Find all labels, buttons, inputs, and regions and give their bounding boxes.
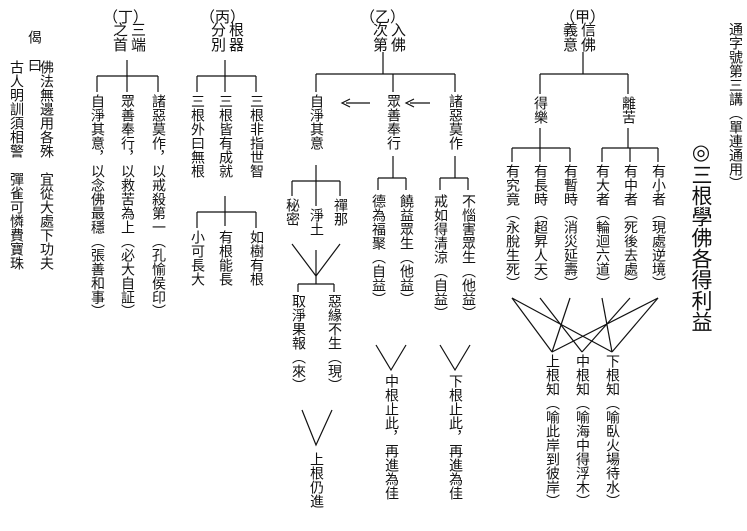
section-jia-title-2: 義意 — [561, 22, 579, 52]
jia-item-6: 有究竟（永脫生死） — [504, 164, 520, 290]
series-note: 通字號第三講（單連通用） — [727, 22, 743, 190]
yi-stage-2: 眾善奉行 — [385, 94, 401, 150]
section-yi-title-2: 次第 — [371, 22, 389, 52]
yi-s2-item-2: 德為福聚（自益） — [370, 194, 386, 306]
section-ding-mark: （丁） — [103, 8, 149, 26]
main-title: ◎三根學佛各得利益 — [689, 140, 713, 332]
yi-s2-item-1: 饒益眾生（他益） — [398, 194, 414, 306]
verse-head: 偈 曰 — [26, 30, 42, 72]
yi-s3-item-1: 禪那 — [332, 198, 348, 226]
yi-stage-3: 自淨其意 — [308, 94, 324, 150]
yi-s3-item-2: 淨土 — [308, 208, 324, 236]
jia-item-5: 有長時（超昇人天） — [532, 164, 548, 290]
yi-s3-result-1: 惡緣不生（現） — [326, 294, 342, 392]
verse-line-1: 佛法無邊用各殊 宜從大處下功夫 — [38, 60, 54, 270]
jia-item-1: 有小者（現處逆境） — [650, 164, 666, 290]
yi-stage-1: 諸惡莫作 — [447, 94, 463, 150]
section-bing-mark: （丙） — [200, 8, 246, 26]
bing-item-3: 三根外曰無根 — [189, 94, 205, 178]
jia-item-2: 有中者（死後去處） — [622, 164, 638, 290]
grade-lower-jia: 下根知（喻臥火場待水） — [604, 354, 620, 508]
bing-item-2: 三根皆有成就 — [217, 94, 233, 178]
grade-upper-jia: 上根知（喻此岸到彼岸） — [544, 354, 560, 508]
ding-item-3: 自淨其意，以念佛最穩（張善和事） — [89, 94, 105, 318]
grade-middle-jia: 中根知（喻海中得浮木） — [574, 354, 590, 508]
jia-item-4: 有暫時（消災延壽） — [562, 164, 578, 290]
grade-lower-yi: 下根止此，再進為佳 — [447, 374, 463, 500]
yi-s1-item-1: 不惱害眾生（他益） — [460, 194, 476, 320]
grade-middle-yi: 中根止此，再進為佳 — [383, 374, 399, 500]
section-jia-title-1: 信佛 — [579, 22, 597, 52]
section-ding-title-1: 三端 — [129, 22, 147, 52]
yi-s3-item-3: 秘密 — [284, 198, 300, 226]
jia-item-3: 有大者（輪迴六道） — [594, 164, 610, 290]
verse-line-2: 古人明訓須相警 彈雀可憐費寶珠 — [8, 60, 24, 270]
section-bing-title-1: 根器 — [227, 22, 245, 52]
ding-item-2: 眾善奉行，以救苦為上（必大自証） — [119, 94, 135, 318]
yi-s1-item-2: 戒如得清涼（自益） — [432, 194, 448, 320]
bing-item-1: 三根非指世智 — [248, 94, 264, 178]
section-yi-mark: （乙） — [360, 8, 406, 26]
section-ding-title-2: 之首 — [111, 22, 129, 52]
bing-sub-item-3: 小可長大 — [189, 230, 205, 286]
bing-sub-item-1: 如樹有根 — [248, 230, 264, 286]
section-jia-mark: （甲） — [560, 8, 606, 26]
section-yi-title-1: 入佛 — [389, 22, 407, 52]
ding-item-1: 諸惡莫作，以戒殺第一（孔愉侯印） — [150, 94, 166, 318]
bing-sub-item-2: 有根能長 — [217, 230, 233, 286]
grade-upper-yi: 上根仍進 — [308, 452, 324, 508]
section-bing-title-2: 分別 — [209, 22, 227, 52]
jia-branch-get: 得樂 — [532, 96, 548, 124]
jia-branch-away: 離苦 — [620, 96, 636, 124]
yi-s3-result-2: 取淨果報（來） — [290, 294, 306, 392]
